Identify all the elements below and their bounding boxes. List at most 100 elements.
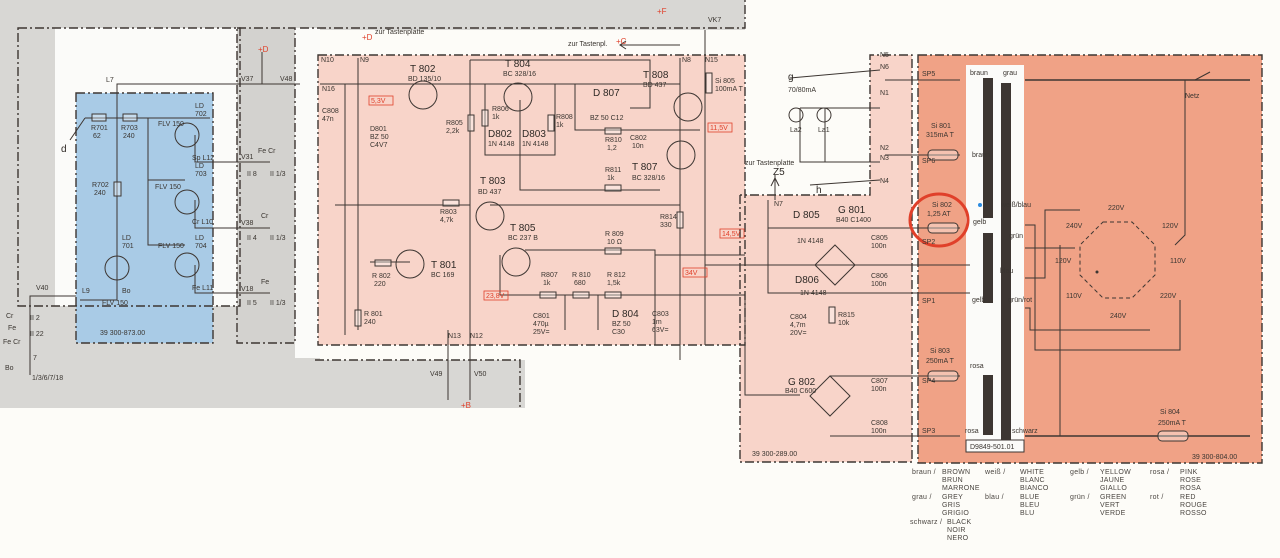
label-sp5: SP5 xyxy=(922,71,935,78)
label-d805: D 805 xyxy=(793,210,820,221)
arrow-icons xyxy=(619,40,780,187)
label-g801: G 801 xyxy=(838,205,866,216)
legend-translation: GRIGIO xyxy=(942,510,969,517)
label-board873: 39 300-873.00 xyxy=(100,330,145,337)
label-t801v: BC 169 xyxy=(431,272,454,279)
label-r801: R 801 xyxy=(364,311,383,318)
legend-color-de: schwarz / xyxy=(910,519,942,526)
label-braun2: braun xyxy=(972,152,990,159)
label-v40: V40 xyxy=(36,285,49,292)
label-c808: C808 xyxy=(322,108,339,115)
label-board804: 39 300-804.00 xyxy=(1192,454,1237,461)
label-s_bo: Bo xyxy=(5,365,14,372)
wiring xyxy=(29,30,1250,437)
label-r811: R811 xyxy=(605,167,621,174)
label-s_cr: Cr xyxy=(6,313,14,320)
label-t802: T 802 xyxy=(410,64,436,75)
label-t807v: BC 328/16 xyxy=(632,175,665,182)
label-c801: C801 xyxy=(533,313,550,320)
label-ii13a: II 1/3 xyxy=(270,171,286,178)
label-r815: R815 xyxy=(838,312,855,319)
label-ii8: II 8 xyxy=(247,171,257,178)
label-r703: R703 xyxy=(121,125,138,132)
label-d804: D 804 xyxy=(612,309,639,320)
label-si805v: 100mA T xyxy=(715,86,744,93)
label-fecr: Fe Cr xyxy=(258,148,276,155)
label-ld702: LD xyxy=(195,103,204,110)
label-ld703: LD xyxy=(195,163,204,170)
label-c807: C807 xyxy=(871,378,888,385)
label-r810: R810 xyxy=(605,137,622,144)
label-c805: C805 xyxy=(871,235,888,242)
label-r702v: 240 xyxy=(94,190,106,197)
label-ld704n: 704 xyxy=(195,243,207,250)
label-flv2: FLV 150 xyxy=(155,184,181,191)
label-pc: +C xyxy=(616,37,627,46)
label-v18: V18 xyxy=(241,286,254,293)
label-n13: N13 xyxy=(448,333,461,340)
label-c804a: 4,7m xyxy=(790,322,806,329)
label-schwarz: schwarz xyxy=(1012,428,1038,435)
legend-color-de: gelb / xyxy=(1070,469,1089,476)
label-n4: N4 xyxy=(880,178,889,185)
voltage-box xyxy=(368,95,394,106)
label-g801v: B40 C1400 xyxy=(836,217,871,224)
label-r701v: 62 xyxy=(93,133,101,140)
label-t803: T 803 xyxy=(480,176,506,187)
label-sp3: SP3 xyxy=(922,428,935,435)
label-d801b: C4V7 xyxy=(370,142,388,149)
label-gelb2: gelb xyxy=(972,297,985,304)
label-c809v: 100n xyxy=(871,428,887,435)
label-pb: +B xyxy=(461,401,471,410)
label-n7: N7 xyxy=(774,201,783,208)
label-gruenrot: grün/rot xyxy=(1008,297,1032,304)
label-v53: 5,3V xyxy=(371,98,386,105)
label-r808v: 1k xyxy=(556,122,564,129)
label-t220a: 220V xyxy=(1108,205,1125,212)
label-netz: Netz xyxy=(1185,93,1200,100)
label-d804b: C30 xyxy=(612,329,625,336)
label-v50: V50 xyxy=(474,371,487,378)
label-d801: D801 xyxy=(370,126,387,133)
label-v49: V49 xyxy=(430,371,443,378)
label-weissblau: weiß/blau xyxy=(1000,202,1031,209)
label-crl10: Cr L10 xyxy=(192,219,213,226)
legend-translation: BLANC xyxy=(1020,477,1045,484)
label-t804v: BC 328/16 xyxy=(503,71,536,78)
label-r815v: 10k xyxy=(838,320,850,327)
label-ii13b: II 1/3 xyxy=(270,235,286,242)
label-la2: La2 xyxy=(790,127,802,134)
label-gruen1: grün xyxy=(1009,233,1023,240)
label-r802v: 220 xyxy=(374,281,386,288)
label-g802v: B40 C600 xyxy=(785,388,816,395)
voltage-box xyxy=(682,267,708,278)
label-v31: V31 xyxy=(241,154,254,161)
transformer-windings xyxy=(965,78,1025,453)
label-d801a: BZ 50 xyxy=(370,134,389,141)
label-r805: R805 xyxy=(446,120,463,127)
label-si805: Si 805 xyxy=(715,78,735,85)
label-zur2: zur Tastenpl. xyxy=(568,41,608,48)
label-s_ii2: II 2 xyxy=(30,315,40,322)
label-r808: R808 xyxy=(556,114,573,121)
legend-color-de: weiß / xyxy=(984,469,1005,476)
label-g802: G 802 xyxy=(788,377,816,388)
label-r814: R814 xyxy=(660,214,677,221)
label-r814v: 330 xyxy=(660,222,672,229)
label-ld702n: 702 xyxy=(195,111,207,118)
label-t808v: BD 437 xyxy=(643,82,666,89)
voltage-box xyxy=(483,290,509,301)
label-t801: T 801 xyxy=(431,260,457,271)
label-board289: 39 300-289.00 xyxy=(752,451,797,458)
label-n2: N2 xyxy=(880,145,889,152)
legend-translation: MARRONE xyxy=(942,485,980,492)
legend-translation: RED xyxy=(1180,494,1196,501)
legend-color-de: blau / xyxy=(985,494,1004,501)
label-c803: C803 xyxy=(652,311,669,318)
label-r802: R 802 xyxy=(372,273,391,280)
label-n3: N3 xyxy=(880,155,889,162)
label-n5: N5 xyxy=(880,52,889,59)
legend-color-de: grün / xyxy=(1070,494,1090,501)
label-fel11: Fe L11 xyxy=(192,285,213,292)
main-board xyxy=(318,55,745,345)
